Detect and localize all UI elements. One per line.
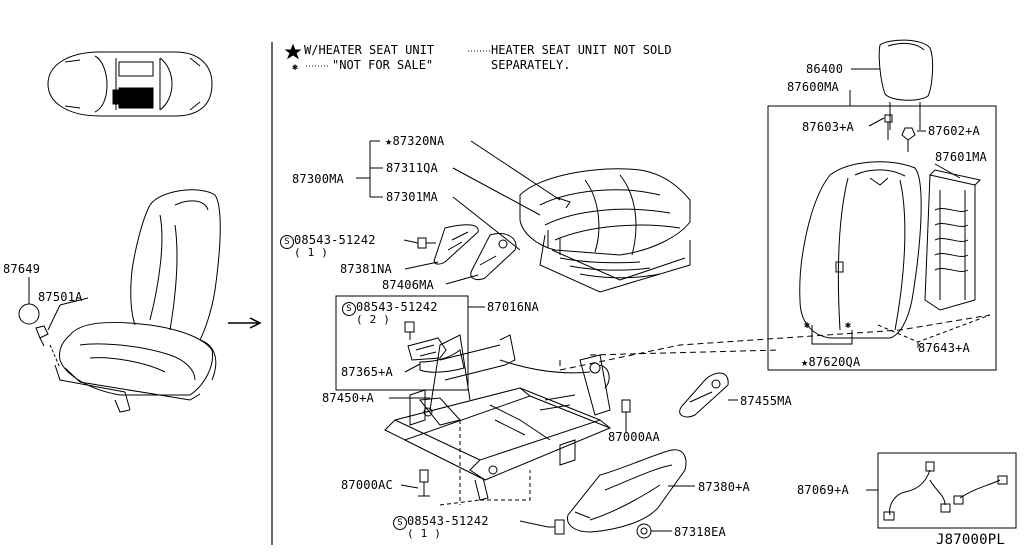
harness-box — [877, 452, 1017, 529]
star-icon — [284, 43, 302, 60]
seat-back-box — [767, 105, 997, 371]
leader-87406MA — [445, 274, 479, 285]
part-label-87643A: 87643+A — [918, 341, 970, 355]
dashed-guide — [439, 470, 531, 506]
leader-87381NA — [404, 261, 439, 270]
part-qty-08543-b: ( 2 ) — [356, 313, 391, 326]
leader-87311QA — [452, 167, 541, 216]
legend-not-for-sale: "NOT FOR SALE" — [332, 58, 434, 72]
trim-cover-87406MA — [470, 233, 517, 281]
seat-cushion-illustration — [519, 168, 691, 293]
screw-08543c — [548, 519, 565, 535]
knob-87649 — [18, 303, 40, 325]
legend-heater-note: HEATER SEAT UNIT NOT SOLD — [491, 43, 672, 57]
leader-87320NA — [470, 140, 561, 201]
part-label-87311QA: 87311QA — [386, 161, 438, 175]
seat-back-87620QA — [799, 161, 922, 339]
legend-heater-note-2: SEPARATELY. — [491, 58, 571, 72]
part-label-87320NA: ★87320NA — [385, 134, 445, 148]
part-label-87300MA: 87300MA — [292, 172, 344, 186]
asterisk-bracket — [811, 325, 853, 345]
guide-87602A — [901, 127, 916, 152]
part-label-87380A: 87380+A — [698, 480, 750, 494]
bolt-87000AA — [621, 399, 631, 426]
part-label-87069A: 87069+A — [797, 483, 849, 497]
part-label-87455MA: 87455MA — [740, 394, 792, 408]
part-label-87602A: 87602+A — [928, 124, 980, 138]
guide-87603A — [884, 114, 893, 140]
bolt-87000AC — [418, 469, 430, 497]
legend-star: W/HEATER SEAT UNIT — [304, 43, 435, 57]
asterisk-mark-1: ✱ — [804, 320, 811, 331]
screw-08543b — [404, 321, 415, 340]
knob-87318EA — [636, 523, 652, 539]
trim-cover-87381NA — [433, 224, 479, 265]
part-label-87450A: 87450+A — [322, 391, 374, 405]
asterisk-mark-2: ✱ — [845, 320, 852, 331]
part-label-87620QA: ★87620QA — [801, 355, 861, 369]
part-label-87365A: 87365+A — [341, 365, 393, 379]
leader-08543a — [403, 239, 419, 244]
seat-frame-87450A — [384, 334, 611, 501]
part-label-87601MA: 87601MA — [935, 150, 987, 164]
part-qty-08543-c: ( 1 ) — [407, 527, 442, 540]
bracket-87300MA — [356, 140, 383, 198]
part-label-87406MA: 87406MA — [382, 278, 434, 292]
part-label-86400: 86400 — [806, 62, 844, 76]
part-label-87000AA: 87000AA — [608, 430, 660, 444]
switch-87365A — [407, 337, 465, 373]
part-label-87000AC: 87000AC — [341, 478, 393, 492]
side-cover-87380A — [566, 449, 687, 533]
part-label-87381NA: 87381NA — [340, 262, 392, 276]
leader-87501A — [47, 304, 61, 331]
clip-87501A — [35, 325, 49, 347]
dashed-reference-line — [559, 314, 991, 371]
asterisk-icon: ✱ — [292, 62, 298, 73]
part-label-87016NA: 87016NA — [487, 300, 539, 314]
part-label-87318EA: 87318EA — [674, 525, 726, 539]
part-label-87649: 87649 — [3, 262, 41, 276]
part-qty-08543-a: ( 1 ) — [294, 246, 329, 259]
screw-08543a — [417, 237, 436, 249]
part-label-87301MA: 87301MA — [386, 190, 438, 204]
part-label-87603A: 87603+A — [802, 120, 854, 134]
harness-87069A — [883, 461, 1008, 521]
assembled-seat-illustration — [54, 189, 221, 413]
cover-87455MA — [679, 372, 729, 418]
leader-87301MA — [452, 196, 521, 251]
car-top-view-illustration — [47, 51, 213, 117]
seat-back-frame-87601MA — [924, 169, 981, 311]
headrest-86400 — [878, 39, 934, 130]
diagram-code: J87000PL — [936, 532, 1006, 548]
part-label-87501A: 87501A — [38, 290, 83, 304]
part-label-87600MA: 87600MA — [787, 80, 839, 94]
arrow-icon — [228, 317, 262, 329]
